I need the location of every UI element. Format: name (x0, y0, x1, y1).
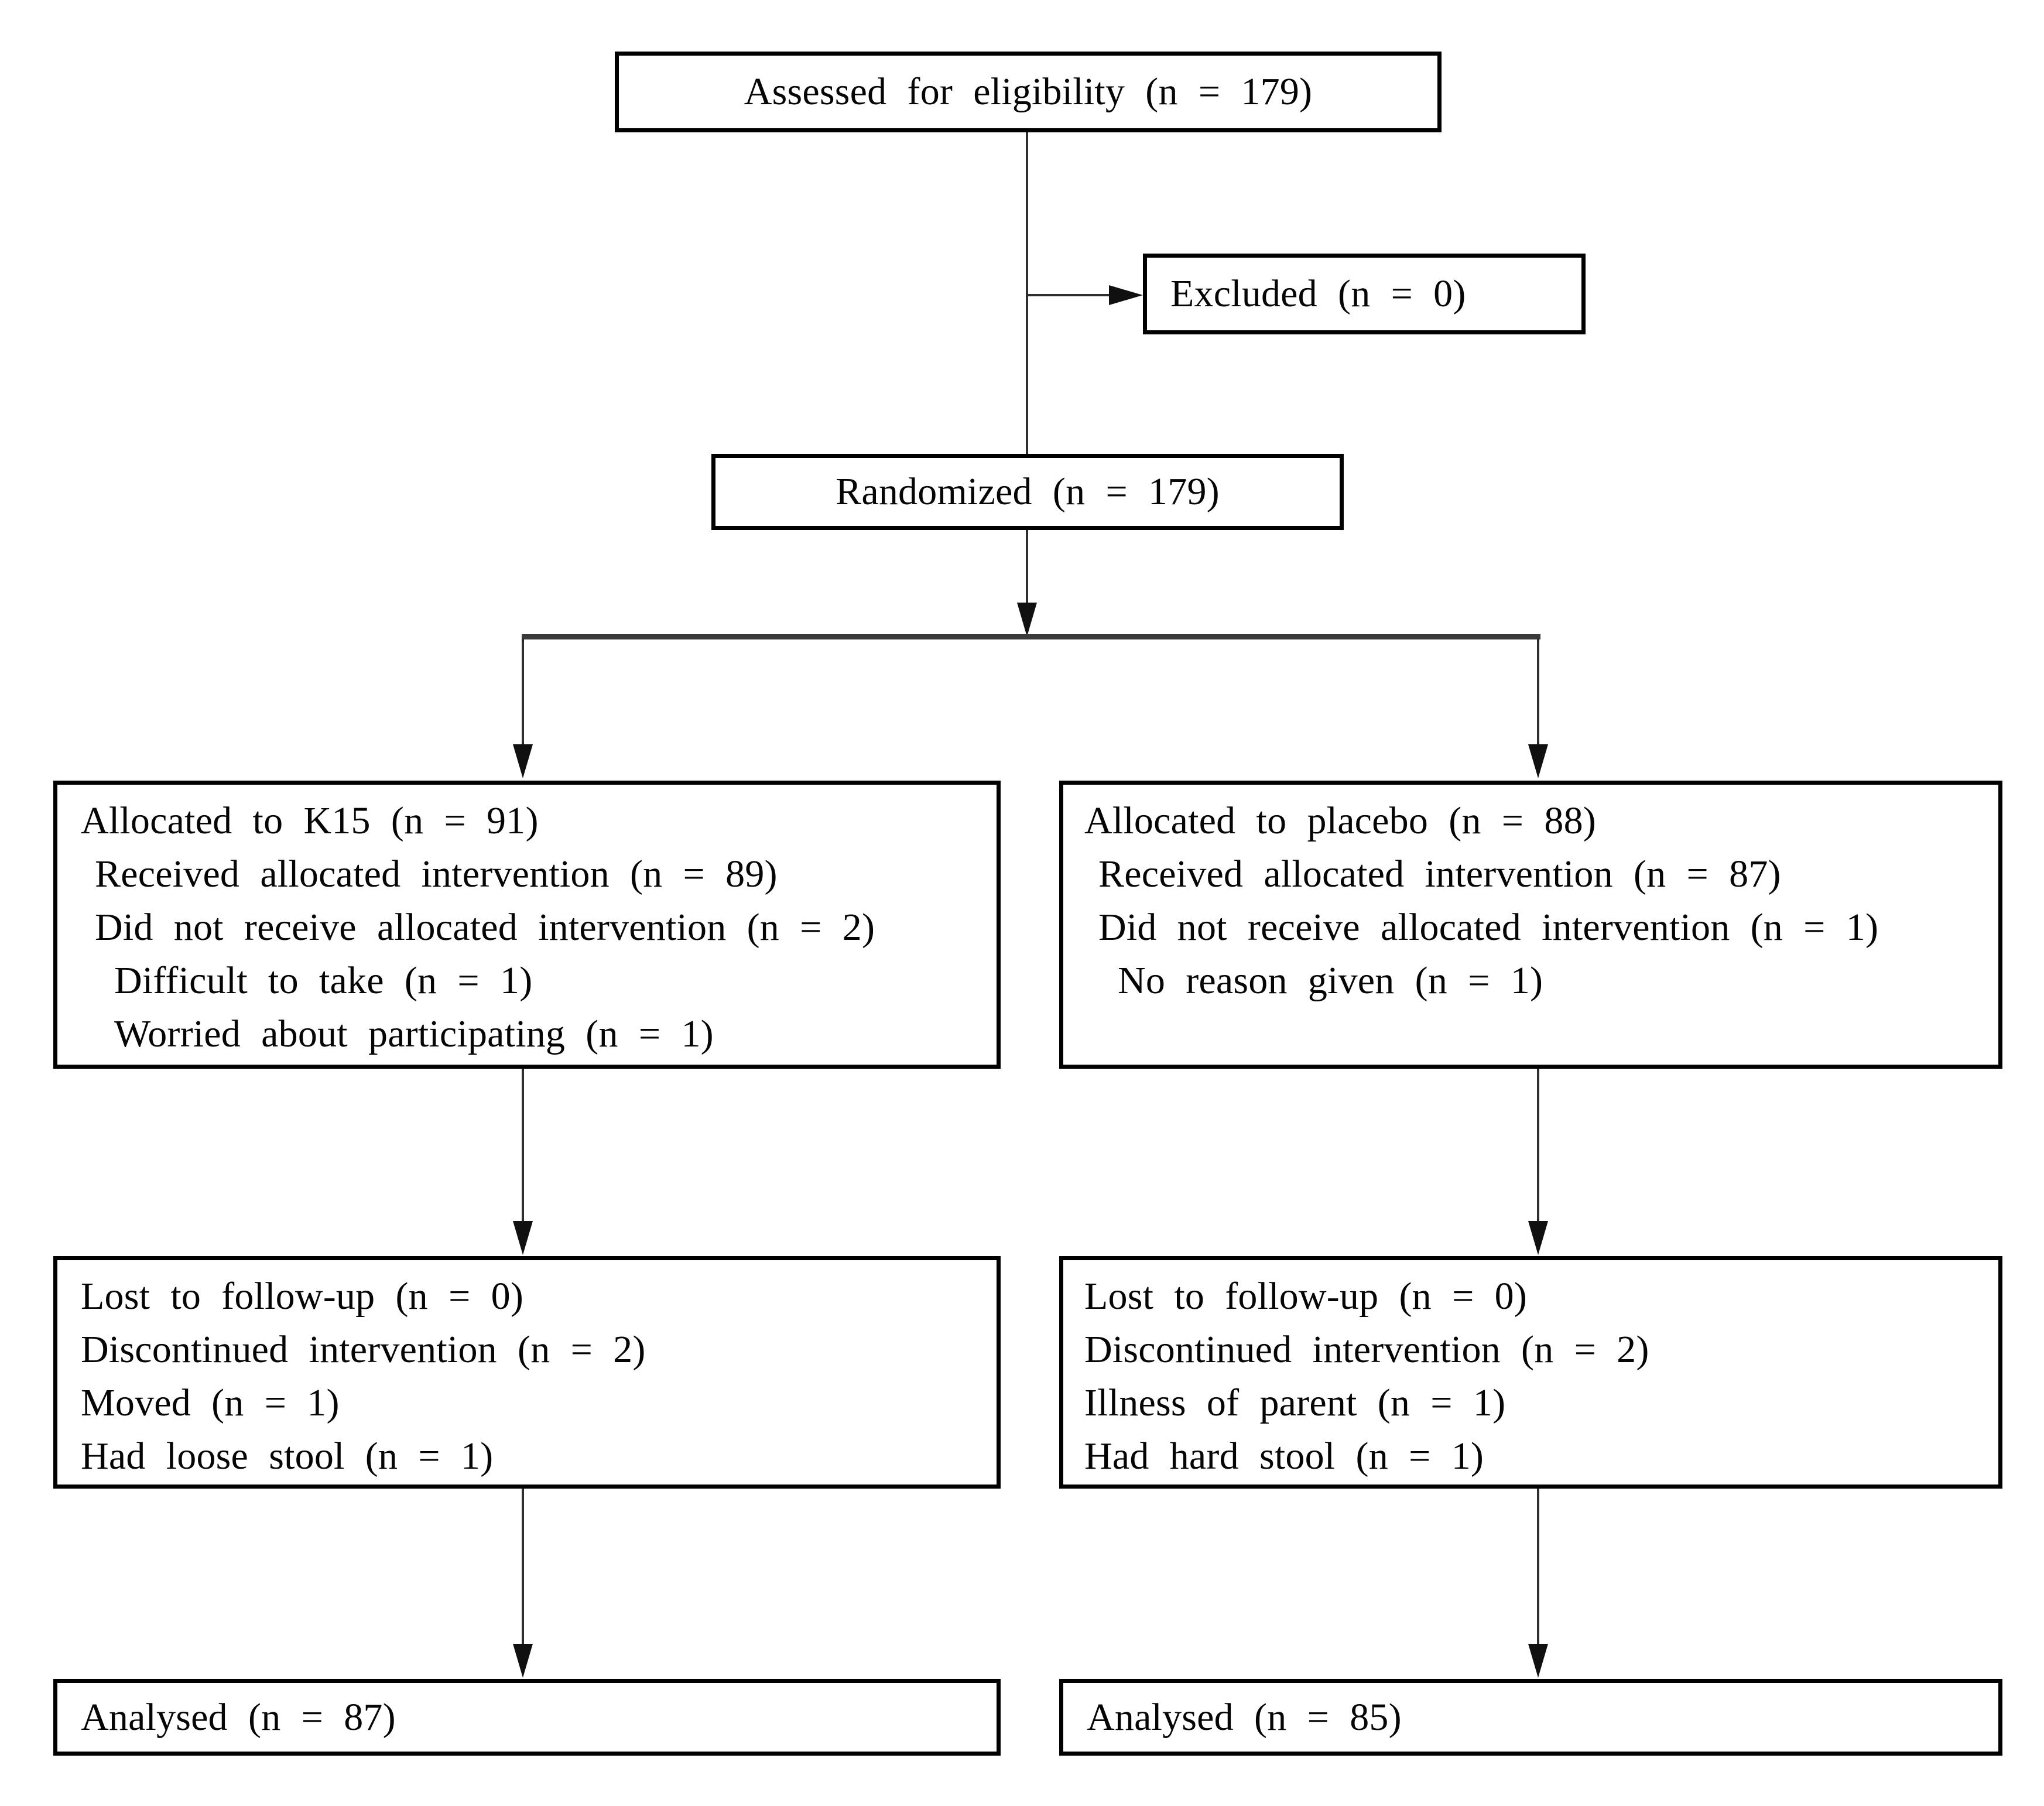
connector-branch-to-placebo (1537, 638, 1539, 746)
allocation-k15-line-3: Did not receive allocated intervention (… (95, 906, 875, 949)
followup-placebo-line-1: Lost to follow-up (n = 0) (1084, 1275, 1528, 1318)
followup-placebo-box: Lost to follow-up (n = 0) Discontinued i… (1059, 1256, 2002, 1489)
assessed-label: Assessed for eligibility (n = 179) (744, 70, 1313, 113)
excluded-label: Excluded (n = 0) (1170, 272, 1466, 315)
connector-k15-to-followup (522, 1068, 524, 1223)
followup-k15-line-4: Had loose stool (n = 1) (81, 1435, 494, 1477)
followup-k15-line-1: Lost to follow-up (n = 0) (81, 1275, 524, 1318)
connector-branch-to-k15 (522, 638, 524, 746)
allocation-placebo-box: Allocated to placebo (n = 88) Received a… (1059, 781, 2002, 1069)
followup-k15-line-3: Moved (n = 1) (81, 1381, 340, 1424)
followup-k15-line-2: Discontinued intervention (n = 2) (81, 1328, 646, 1371)
connector-placebo-to-analysed (1537, 1487, 1539, 1645)
excluded-box: Excluded (n = 0) (1143, 254, 1586, 334)
analysed-placebo-box: Analysed (n = 85) (1059, 1679, 2002, 1756)
allocation-placebo-line-3: Did not receive allocated intervention (… (1098, 906, 1879, 949)
connector-randomized-to-branch (1026, 529, 1028, 605)
allocation-k15-line-2: Received allocated intervention (n = 89) (95, 853, 778, 895)
arrow-down-icon (1528, 744, 1548, 778)
allocation-k15-line-1: Allocated to K15 (n = 91) (81, 799, 539, 842)
allocation-placebo-line-2: Received allocated intervention (n = 87) (1098, 853, 1781, 895)
allocation-k15-box: Allocated to K15 (n = 91) Received alloc… (53, 781, 1001, 1069)
arrow-down-icon (513, 744, 533, 778)
followup-k15-box: Lost to follow-up (n = 0) Discontinued i… (53, 1256, 1001, 1489)
arrow-down-icon (1528, 1221, 1548, 1255)
connector-to-excluded (1027, 294, 1110, 296)
branch-line (522, 634, 1540, 639)
arrow-down-icon (1017, 603, 1037, 637)
followup-placebo-line-3: Illness of parent (n = 1) (1084, 1381, 1506, 1424)
randomized-label: Randomized (n = 179) (836, 470, 1220, 513)
allocation-k15-line-4: Difficult to take (n = 1) (114, 959, 533, 1002)
analysed-k15-box: Analysed (n = 87) (53, 1679, 1001, 1756)
followup-placebo-line-2: Discontinued intervention (n = 2) (1084, 1328, 1649, 1371)
connector-assessed-to-randomized (1026, 131, 1028, 455)
allocation-k15-line-5: Worried about participating (n = 1) (114, 1013, 714, 1055)
connector-placebo-to-followup (1537, 1068, 1539, 1223)
analysed-k15-label: Analysed (n = 87) (81, 1695, 396, 1739)
assessed-box: Assessed for eligibility (n = 179) (615, 52, 1442, 132)
analysed-placebo-label: Analysed (n = 85) (1087, 1695, 1402, 1739)
arrow-down-icon (513, 1644, 533, 1678)
arrow-down-icon (513, 1221, 533, 1255)
connector-k15-to-analysed (522, 1487, 524, 1645)
randomized-box: Randomized (n = 179) (711, 454, 1344, 530)
arrow-down-icon (1528, 1644, 1548, 1678)
allocation-placebo-line-4: No reason given (n = 1) (1118, 959, 1543, 1002)
allocation-placebo-line-1: Allocated to placebo (n = 88) (1084, 799, 1596, 842)
followup-placebo-line-4: Had hard stool (n = 1) (1084, 1435, 1484, 1477)
arrow-right-icon (1109, 285, 1143, 305)
